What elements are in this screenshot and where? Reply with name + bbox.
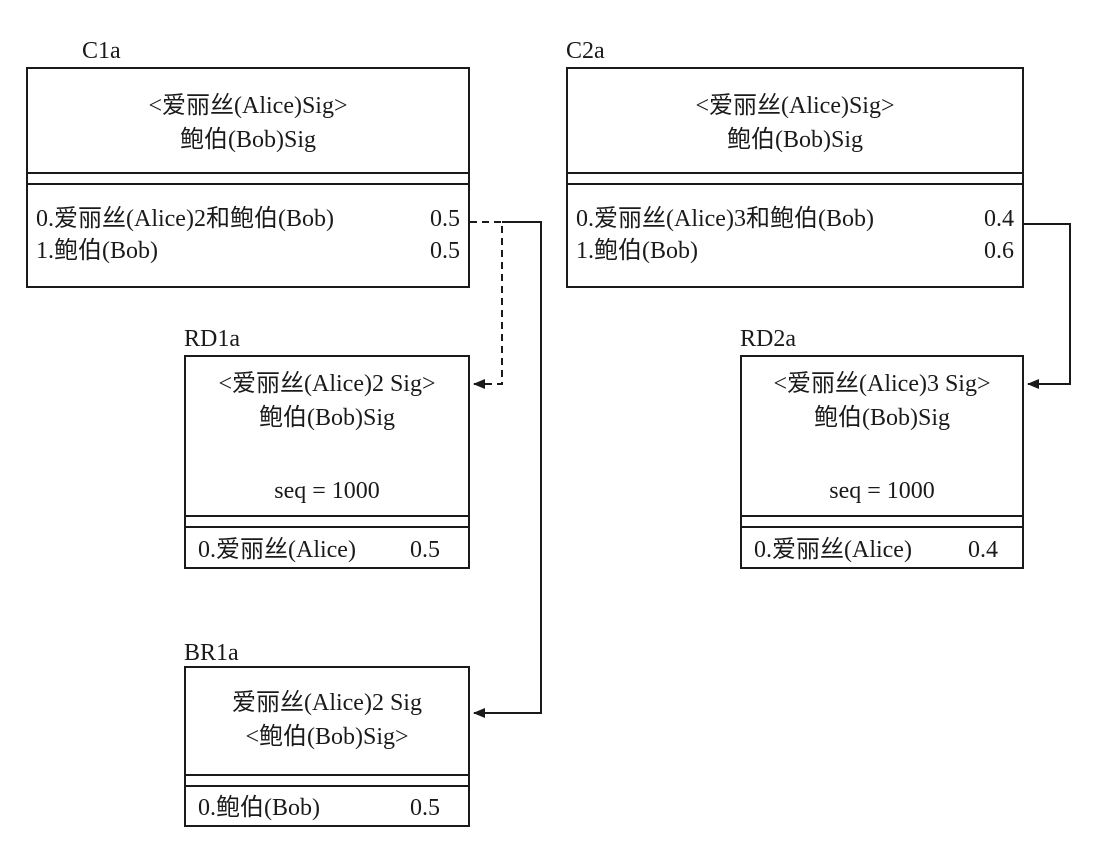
br1a-output-0-key: 0.鲍伯(Bob) xyxy=(198,795,320,821)
transaction-box-br1a: 爱丽丝(Alice)2 Sig <鲍伯(Bob)Sig> 0.鲍伯(Bob) 0… xyxy=(184,666,470,827)
br1a-separator-top xyxy=(186,774,468,776)
connector-c1a-to-br1a xyxy=(473,221,542,718)
c2a-output-1-key: 1.鲍伯(Bob) xyxy=(576,238,698,264)
c2a-output-row: 1.鲍伯(Bob) 0.6 xyxy=(568,235,1022,267)
c1a-output-row: 0.爱丽丝(Alice)2和鲍伯(Bob) 0.5 xyxy=(28,203,468,235)
c1a-output-0-key: 0.爱丽丝(Alice)2和鲍伯(Bob) xyxy=(36,206,334,232)
rd1a-sig-line2: 鲍伯(Bob)Sig xyxy=(258,405,395,431)
connector-c2a-to-rd2a xyxy=(1024,223,1071,389)
rd2a-sig-line1: <爱丽丝(Alice)3 Sig> xyxy=(773,371,991,397)
rd2a-separator-bottom xyxy=(742,526,1022,528)
rd2a-sequence: seq = 1000 xyxy=(829,478,935,504)
br1a-sig-line2: <鲍伯(Bob)Sig> xyxy=(245,724,409,750)
br1a-output-row: 0.鲍伯(Bob) 0.5 xyxy=(186,792,468,824)
rd1a-outputs: 0.爱丽丝(Alice) 0.5 xyxy=(186,534,468,566)
rd1a-output-0-value: 0.5 xyxy=(410,537,440,563)
c1a-separator-bottom xyxy=(28,183,468,185)
br1a-outputs: 0.鲍伯(Bob) 0.5 xyxy=(186,792,468,824)
label-c2a: C2a xyxy=(566,38,605,64)
label-br1a: BR1a xyxy=(184,640,239,666)
label-rd1a: RD1a xyxy=(184,326,240,352)
rd1a-output-0-key: 0.爱丽丝(Alice) xyxy=(198,537,356,563)
c1a-output-row: 1.鲍伯(Bob) 0.5 xyxy=(28,235,468,267)
rd2a-sig-line2: 鲍伯(Bob)Sig xyxy=(813,405,950,431)
c2a-sig-line1: <爱丽丝(Alice)Sig> xyxy=(695,93,895,119)
transaction-box-c1a: <爱丽丝(Alice)Sig> 鲍伯(Bob)Sig 0.爱丽丝(Alice)2… xyxy=(26,67,470,288)
br1a-separator-bottom xyxy=(186,785,468,787)
rd1a-sequence: seq = 1000 xyxy=(274,478,380,504)
c2a-separator-top xyxy=(568,172,1022,174)
rd2a-output-0-key: 0.爱丽丝(Alice) xyxy=(754,537,912,563)
rd2a-output-row: 0.爱丽丝(Alice) 0.4 xyxy=(742,534,1022,566)
c1a-output-1-key: 1.鲍伯(Bob) xyxy=(36,238,158,264)
connector-c1a-to-rd1a xyxy=(470,221,503,389)
c2a-output-0-key: 0.爱丽丝(Alice)3和鲍伯(Bob) xyxy=(576,206,874,232)
rd1a-sig-line1: <爱丽丝(Alice)2 Sig> xyxy=(218,371,436,397)
c2a-separator-bottom xyxy=(568,183,1022,185)
c2a-sig-line2: 鲍伯(Bob)Sig xyxy=(726,127,863,153)
rd1a-output-row: 0.爱丽丝(Alice) 0.5 xyxy=(186,534,468,566)
label-c1a: C1a xyxy=(82,38,121,64)
br1a-output-0-value: 0.5 xyxy=(410,795,440,821)
c1a-separator-top xyxy=(28,172,468,174)
c1a-sig-line1: <爱丽丝(Alice)Sig> xyxy=(148,93,348,119)
c1a-outputs: 0.爱丽丝(Alice)2和鲍伯(Bob) 0.5 1.鲍伯(Bob) 0.5 xyxy=(28,203,468,267)
c1a-output-0-value: 0.5 xyxy=(430,206,460,232)
c1a-output-1-value: 0.5 xyxy=(430,238,460,264)
c2a-output-0-value: 0.4 xyxy=(984,206,1014,232)
rd1a-separator-bottom xyxy=(186,526,468,528)
transaction-box-rd2a: <爱丽丝(Alice)3 Sig> 鲍伯(Bob)Sig seq = 1000 … xyxy=(740,355,1024,569)
br1a-sig-line1: 爱丽丝(Alice)2 Sig xyxy=(232,690,422,716)
c2a-output-1-value: 0.6 xyxy=(984,238,1014,264)
transaction-box-c2a: <爱丽丝(Alice)Sig> 鲍伯(Bob)Sig 0.爱丽丝(Alice)3… xyxy=(566,67,1024,288)
label-rd2a: RD2a xyxy=(740,326,796,352)
rd2a-outputs: 0.爱丽丝(Alice) 0.4 xyxy=(742,534,1022,566)
rd1a-separator-top xyxy=(186,515,468,517)
c2a-output-row: 0.爱丽丝(Alice)3和鲍伯(Bob) 0.4 xyxy=(568,203,1022,235)
c2a-outputs: 0.爱丽丝(Alice)3和鲍伯(Bob) 0.4 1.鲍伯(Bob) 0.6 xyxy=(568,203,1022,267)
rd2a-output-0-value: 0.4 xyxy=(968,537,998,563)
c1a-sig-line2: 鲍伯(Bob)Sig xyxy=(179,127,316,153)
transaction-box-rd1a: <爱丽丝(Alice)2 Sig> 鲍伯(Bob)Sig seq = 1000 … xyxy=(184,355,470,569)
rd2a-separator-top xyxy=(742,515,1022,517)
